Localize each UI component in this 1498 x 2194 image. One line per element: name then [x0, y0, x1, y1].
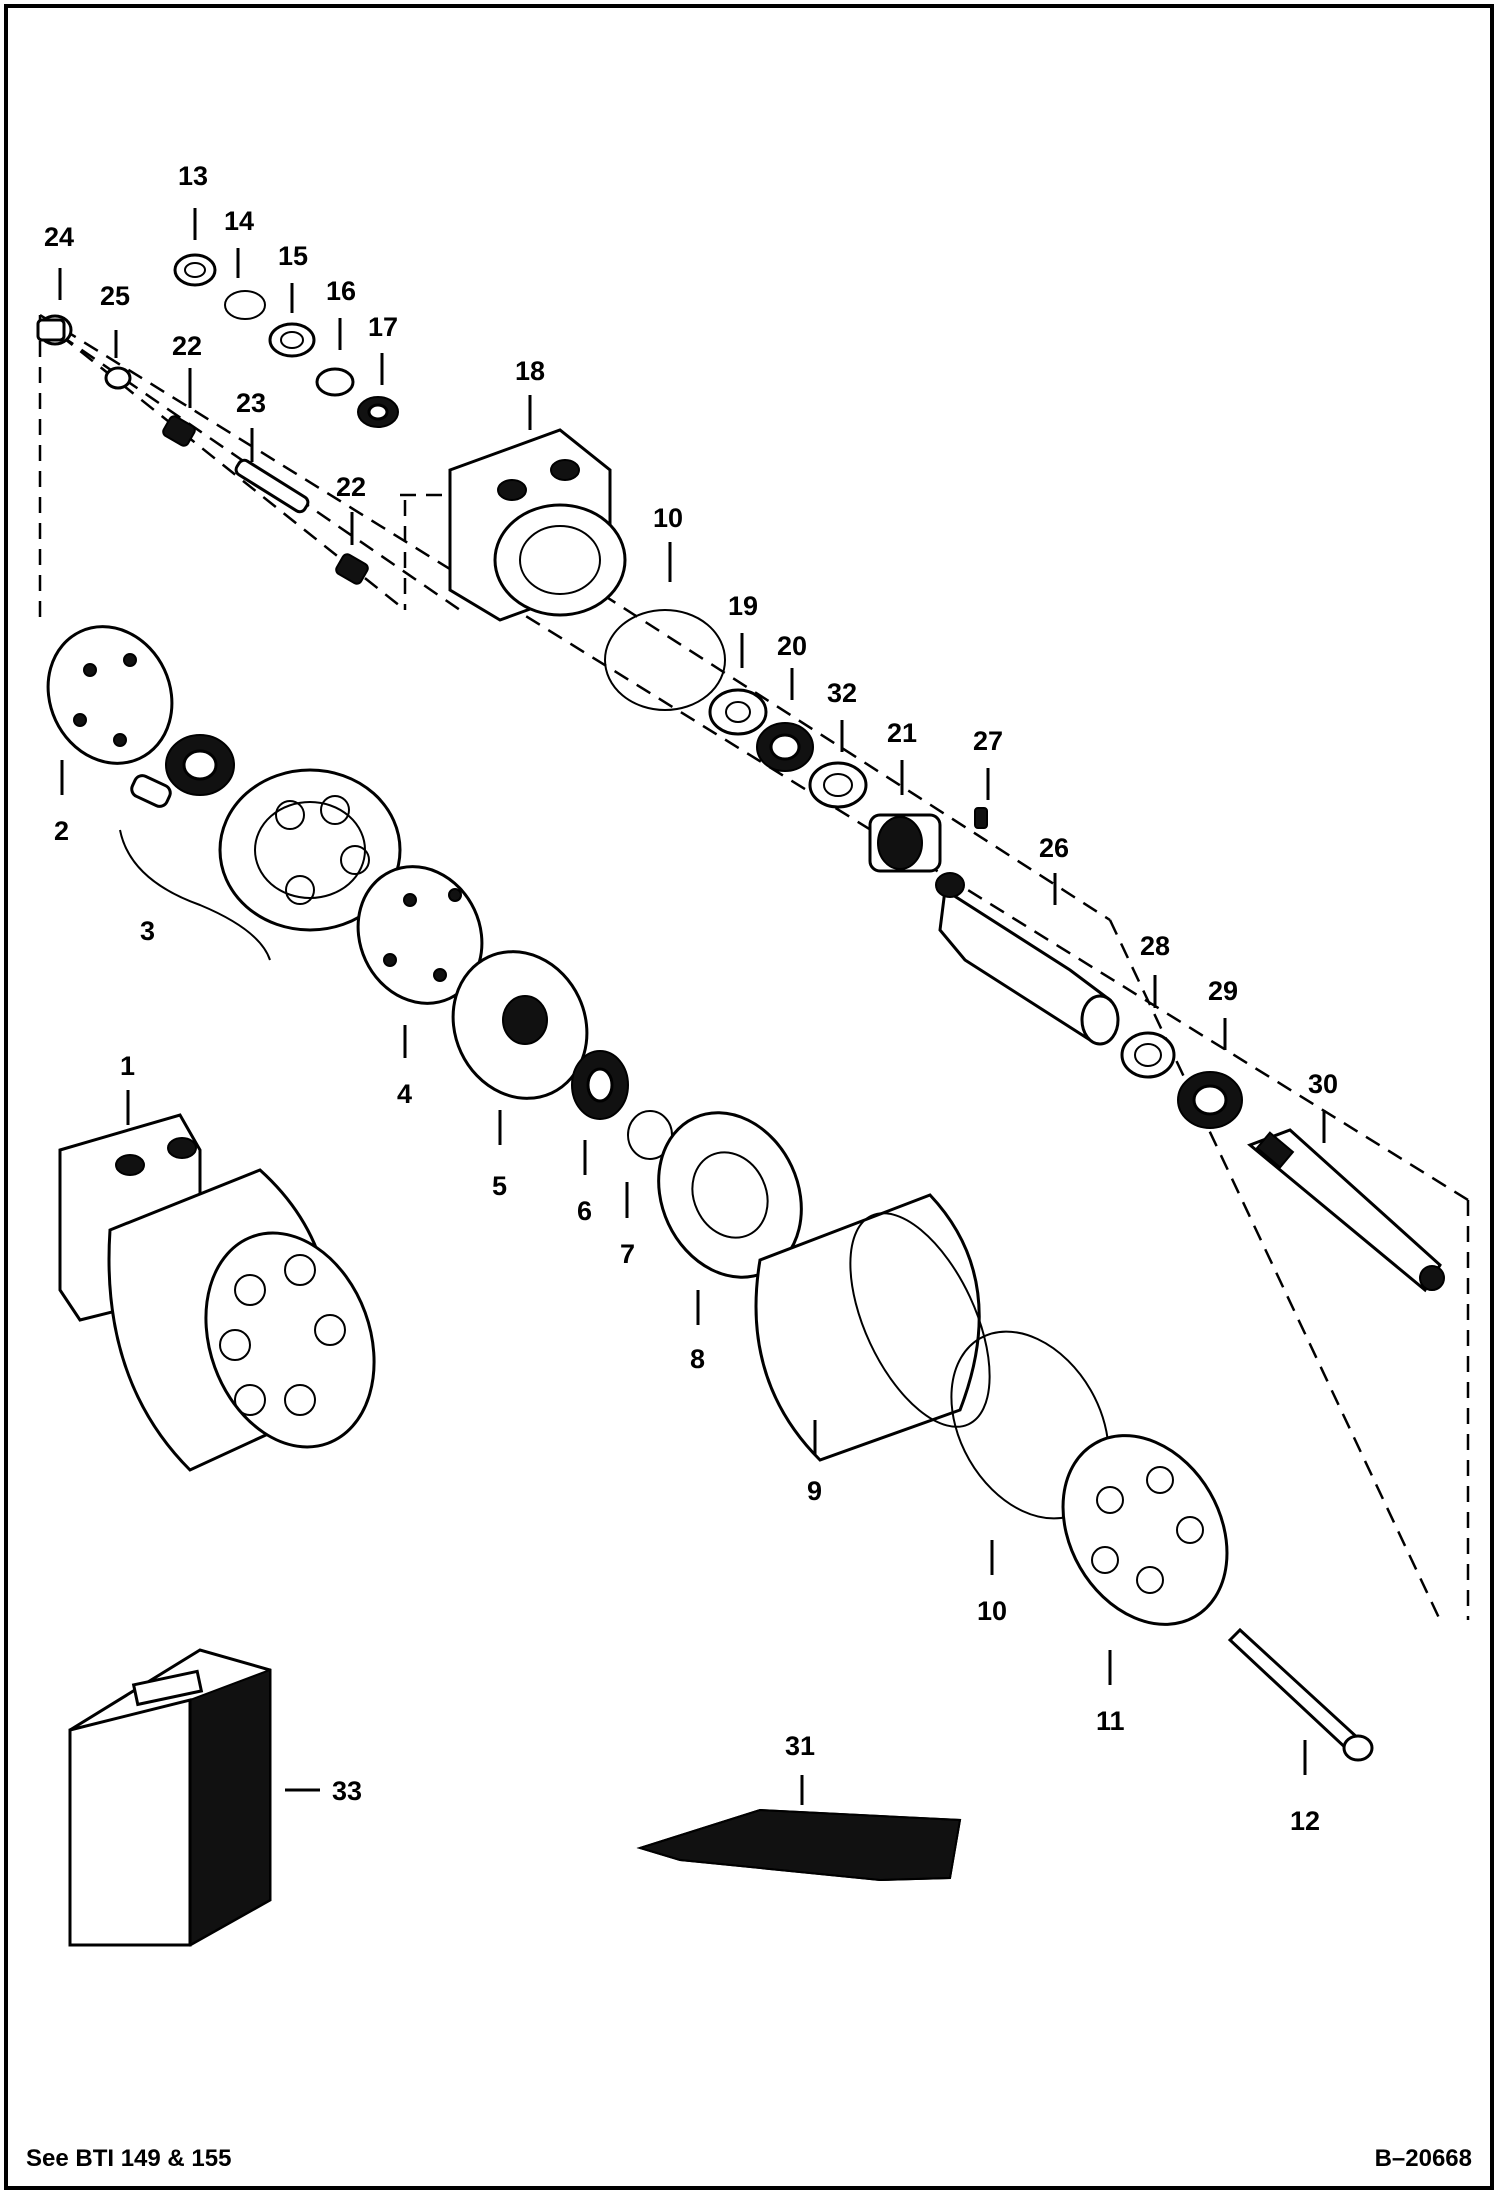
part-23-spool: [234, 458, 310, 514]
part-33-kit-box: [68, 1648, 272, 1947]
callout-9: 9: [807, 1476, 822, 1506]
reference-note: See BTI 149 & 155: [26, 2145, 231, 2172]
callout-10-lower: 10: [977, 1596, 1007, 1626]
callout-3: 3: [140, 916, 155, 946]
callout-23: 23: [236, 388, 266, 418]
part-19-thrust-washer: [708, 688, 768, 736]
drawing-number: B–20668: [1375, 2145, 1472, 2172]
callout-30: 30: [1308, 1069, 1338, 1099]
callout-7: 7: [620, 1239, 635, 1269]
part-21-bearing: [868, 813, 942, 873]
callout-2: 2: [54, 816, 69, 846]
callout-11: 11: [1096, 1706, 1125, 1736]
part-27-key: [974, 807, 988, 829]
part-32-washer: [808, 761, 868, 809]
leader-lines: [58, 208, 1326, 1805]
callout-20: 20: [777, 631, 807, 661]
callout-1: 1: [120, 1051, 135, 1081]
part-24-plug: [36, 314, 73, 346]
part-28-washer: [1120, 1031, 1176, 1079]
callout-25: 25: [100, 281, 130, 311]
part-2-end-plate: [46, 625, 174, 765]
callout-15: 15: [278, 241, 308, 271]
part-10-o-ring-upper: [604, 609, 726, 711]
callout-labels: 24 25 13 14 15 16 17 22 23 22 18 10 19 2…: [44, 161, 1338, 1836]
part-29-bearing: [1177, 1071, 1243, 1129]
callout-5: 5: [492, 1171, 507, 1201]
callout-28: 28: [1140, 931, 1170, 961]
part-14-snap-ring: [224, 290, 266, 320]
part-5-valve-plate: [451, 950, 589, 1100]
callout-17: 17: [368, 312, 398, 342]
part-16-o-ring: [315, 367, 355, 397]
callout-18: 18: [515, 356, 545, 386]
part-31-instruction-sheet: [636, 1808, 962, 1882]
callout-33: 33: [332, 1776, 362, 1806]
part-4-plate: [356, 865, 484, 1005]
callout-13: 13: [178, 161, 208, 191]
callout-22-upper: 22: [172, 331, 202, 361]
part-26-shaft: [935, 872, 1120, 1046]
callout-32: 32: [827, 678, 857, 708]
callout-26: 26: [1039, 833, 1069, 863]
callout-6: 6: [577, 1196, 592, 1226]
callout-16: 16: [326, 276, 356, 306]
part-12-bolt: [1227, 1627, 1374, 1762]
callout-24: 24: [44, 222, 74, 252]
part-17-seal: [357, 396, 399, 428]
callout-19: 19: [728, 591, 758, 621]
part-20-bearing: [756, 722, 814, 772]
callout-4: 4: [397, 1079, 412, 1109]
part-15-washer: [268, 322, 316, 358]
part-11-end-cap: [1061, 1434, 1229, 1626]
part-9-sleeve: [754, 1193, 991, 1462]
callout-12: 12: [1290, 1806, 1320, 1836]
part-3-gerotor: [218, 768, 402, 932]
part-1-motor-assembly: [58, 1113, 376, 1472]
callout-29: 29: [1208, 976, 1238, 1006]
part-22-spring-lower: [335, 553, 369, 585]
callout-31: 31: [785, 1731, 815, 1761]
part-25-o-ring: [104, 366, 132, 390]
callout-10-upper: 10: [653, 503, 683, 533]
part-18-housing: [448, 428, 627, 622]
callout-27: 27: [973, 726, 1003, 756]
callout-14: 14: [224, 206, 254, 236]
part-22-spring-upper: [162, 415, 196, 447]
part-30-output-shaft: [1247, 1128, 1445, 1293]
part-13-seal: [173, 253, 217, 287]
part-3-gear-set: [119, 734, 271, 961]
callout-22-lower: 22: [336, 472, 366, 502]
part-6-bearing: [571, 1050, 629, 1120]
callout-8: 8: [690, 1344, 705, 1374]
callout-21: 21: [887, 718, 917, 748]
